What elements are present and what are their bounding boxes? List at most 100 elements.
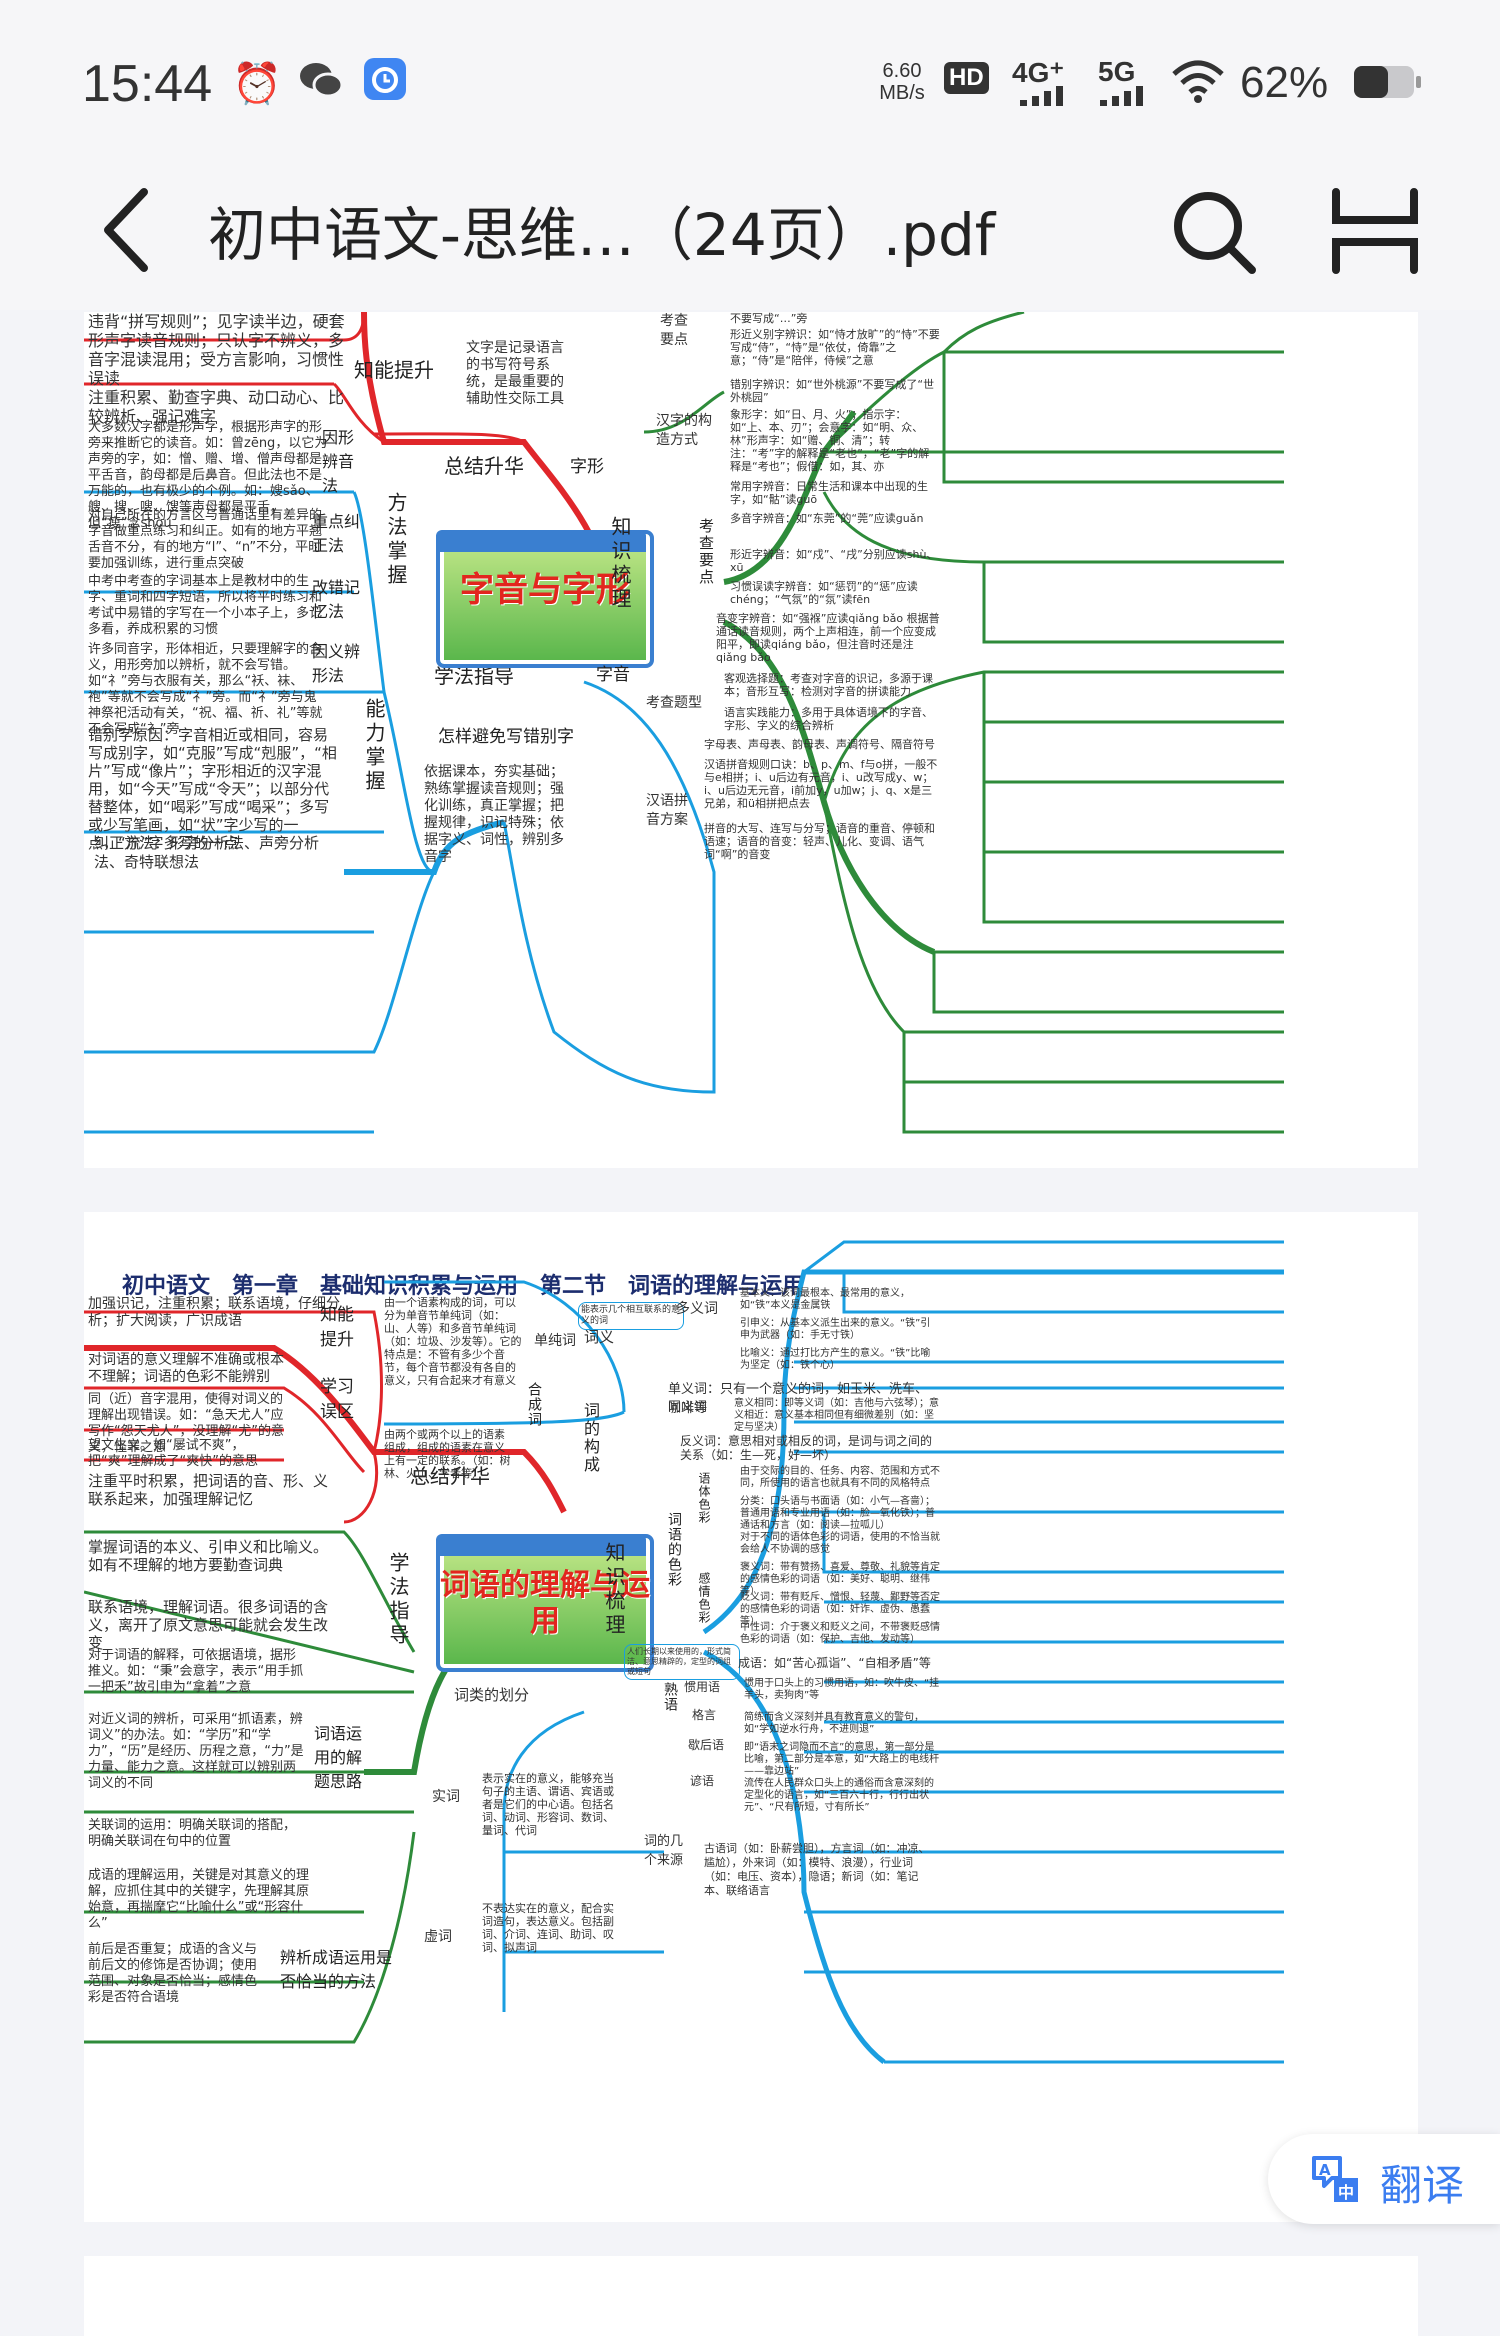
mindmap-lines xyxy=(84,312,1284,1134)
app-bar xyxy=(0,160,1500,310)
branch-label: 因义辨形法 xyxy=(312,642,361,685)
text-node: 对于词语的解释，可依据语境，据形推义。如：“秉”会意字，表示“用手抓一把禾”故引… xyxy=(88,1648,304,1695)
text-node: 字母表、声母表、韵母表、声调符号、隔音符号 xyxy=(704,738,935,751)
text-node: 意义相同：即等义词（如：吉他与六弦琴）；意义相近：意义基本相同但有细微差别（如：… xyxy=(734,1398,939,1433)
hd-badge: HD xyxy=(944,62,989,94)
text-node: 错别字辨识：如“世外桃源”不要写成了“世外桃园” xyxy=(730,378,935,404)
branch-label: 因形辨音法 xyxy=(322,428,355,495)
translate-button[interactable]: A 中 翻译 xyxy=(1268,2134,1500,2224)
branch-label: 同义词 xyxy=(668,1400,708,1415)
text-node: 比喻义：通过打比方产生的意义。“铁”比喻为坚定（如：铁个心） xyxy=(740,1348,931,1371)
text-node: 汉语拼音规则口诀：b、p、m、f与o拼，一般不与e相拼；i、u后边有元音，i、u… xyxy=(704,758,938,810)
text-node: 形近字辨音：如“戍”、“戌”分别应读shù、xū xyxy=(730,548,938,574)
text-node: 表示实在的意义，能够充当句子的主语、谓语、宾语或者是它们的中心语。包括名词、动词… xyxy=(482,1772,614,1837)
text-node: 掌握词语的本义、引申义和比喻义。如有不理解的地方要勤查词典 xyxy=(88,1538,329,1574)
branch-label: 改错记忆法 xyxy=(312,578,361,621)
text-node: 拼音的大写、连写与分写；语音的重音、停顿和语速；语音的音变：轻声、儿化、变调、语… xyxy=(704,822,935,861)
text-node: 常用字辨音：日常生活和课本中出现的生字，如“骷”读guō xyxy=(730,480,928,506)
branch-label: 知识梳理 xyxy=(602,1542,626,1638)
pdf-page-2[interactable]: 初中语文 第一章 基础知识积累与运用 第二节 词语的理解与运用 xyxy=(84,1212,1418,2222)
text-node: 语言实践能力：多用于具体语境下的字音、字形、字义的综合辨析 xyxy=(724,706,933,732)
text-node: 贬义词：带有贬斥、憎恨、轻蔑、鄙野等否定的感情色彩的词语（如：奸诈、虚伪、愚蠢等… xyxy=(740,1592,940,1627)
text-node: 不表达实在的意义，配合实词造句，表达意义。包括副词、介词、连词、助词、叹词、拟声… xyxy=(482,1902,614,1954)
text-node: 古语词（如：卧薪尝胆），方言词（如：冲凉、尴尬），外来词（如：模特、浪漫），行业… xyxy=(704,1842,930,1897)
text-node: 象形字：如“日、月、火”；指示字：如“上、本、刃”；会意字：如“明、众、林”形声… xyxy=(730,408,930,473)
text-node: 中考中考查的字词基本上是教材中的生字、重词和四字短语，所以将平时练习和考试中易错… xyxy=(88,574,323,637)
text-node: 许多同音字，形体相近，只要理解字的含义，用形旁加以辨析，就不会写错。如“礻”旁与… xyxy=(88,642,323,737)
branch-label: 重点纠正法 xyxy=(312,512,361,555)
text-node: 望文生义。如“屡试不爽”，把“爽”理解成了“爽快”的意思 xyxy=(88,1438,258,1469)
branch-label: 虚词 xyxy=(424,1929,452,1945)
branch-label: 多义词 xyxy=(676,1301,718,1317)
branch-label: 熟语 xyxy=(662,1682,678,1712)
branch-label: 考查要点 xyxy=(697,518,715,586)
text-node: 成语：如“苦心孤诣”、“自相矛盾”等 xyxy=(738,1656,931,1670)
branch-label: 考查题型 xyxy=(646,695,702,711)
branch-label: 实词 xyxy=(432,1789,460,1805)
text-node: 不要写成“…”旁 xyxy=(730,312,808,325)
branch-label: 考查要点 xyxy=(660,313,688,348)
branch-label: 辨析成语运用是否恰当的方法 xyxy=(280,1948,393,1991)
text-node: 引申义：从基本义派生出来的意义。“铁”引申为武器（如：手无寸铁） xyxy=(740,1318,931,1341)
branch-label: 字形 xyxy=(570,457,604,477)
pdf-page-1[interactable]: 违背“拼写规则”；见字读半边，硬套形声字读音规则；只认字不辨义，多音字混读混用；… xyxy=(84,312,1418,1168)
branch-label: 学习误区 xyxy=(320,1377,354,1422)
text-node: 注重积累、勤查字典、动口动心、比较辨析、强记难字 xyxy=(88,388,345,426)
text-node: 注重平时积累，把词语的音、形、义联系起来，加强理解记忆 xyxy=(88,1472,329,1508)
signal-bars-icon xyxy=(1020,86,1063,106)
text-node: 对近义词的辨析，可采用“抓语素，辨词义”的办法。如：“学历”和“学力”，“历”是… xyxy=(88,1712,304,1791)
branch-label: 学法指导 xyxy=(386,1552,410,1648)
text-node: 褒义词：带有赞扬、喜爱、尊敬、礼貌等肯定的感情色彩的词语（如：美好、聪明、继伟等… xyxy=(740,1562,940,1597)
text-node: 简练而含义深刻并具有教育意义的警句，如“学如逆水行舟，不进则退” xyxy=(744,1712,924,1735)
text-node: 音变字辨音：如“强褓”应读qiǎng bǎo 根据普通话读音规则，两个上声相连，… xyxy=(716,612,940,664)
wechat-icon xyxy=(300,63,344,98)
search-icon[interactable] xyxy=(1168,186,1258,276)
battery-percent: 62% xyxy=(1240,58,1329,107)
text-node: 单义词：只有一个意义的词，如玉米、洗车、咖啡等 xyxy=(668,1382,929,1416)
text-node: 对自己所在的方言区与普通话里有差异的字音做重点练习和纠正。如有的地方平翘舌音不分… xyxy=(88,508,323,571)
text-node: 人们长期以来使用的，形式简洁、意思精辟的，定型的词组或短句 xyxy=(624,1644,740,1680)
branch-label: 格言 xyxy=(692,1708,717,1722)
branch-label: 知识梳理 xyxy=(608,516,632,612)
svg-text:中: 中 xyxy=(1338,2183,1354,2202)
text-node: 成语的理解运用，关键是对其意义的理解，应抓住其中的关键字，先理解其原始意，再揣摩… xyxy=(88,1868,310,1931)
branch-label: 单纯词 xyxy=(534,1333,576,1349)
branch-label: 谚语 xyxy=(690,1774,715,1788)
branch-label: 总结升华 xyxy=(410,1464,490,1488)
branch-label: 词的几个来源 xyxy=(644,1834,684,1868)
text-node: 前后是否重复；成语的含义与前后文的修饰是否协调；使用范围、对象是否恰当；感情色彩… xyxy=(88,1942,258,2005)
text-node: 反义词：意思相对或相反的词，是词与词之间的关系（如：生—死，好—坏） xyxy=(680,1434,933,1462)
pdf-page-3[interactable] xyxy=(84,2256,1418,2336)
text-node: 由两个或两个以上的语素组成，组成的语素在意义上有一定的联系。（如：树林、火山、学… xyxy=(384,1428,511,1480)
branch-label: 知能提升 xyxy=(354,358,434,382)
document-title: 初中语文-思维…（24页）.pdf xyxy=(208,201,996,269)
text-node: 由一个语素构成的词，可以分为单音节单纯词（如：山、人等）和多音节单纯词（如：垃圾… xyxy=(384,1296,522,1387)
clock-app-icon xyxy=(364,58,406,100)
text-node: 加强识记，注重积累；联系语境，仔细分析；扩大阅读，广识成语 xyxy=(88,1296,340,1329)
text-node: 文字是记录语言的书写符号系统，是最重要的辅助性交际工具 xyxy=(466,340,564,407)
branch-label: 惯用语 xyxy=(684,1680,721,1694)
text-node: 纠正方法：形旁分析法、声旁分析法、奇特联想法 xyxy=(94,834,320,871)
branch-label: 方法掌握 xyxy=(384,492,408,588)
branch-label: 总结升华 xyxy=(444,454,524,478)
branch-label: 词语运用的解题思路 xyxy=(314,1724,363,1791)
branch-label: 怎样避免写错别字 xyxy=(438,727,574,747)
text-node: 形近义别字辨识：如“恃才放旷”的“恃”不要写成“侍”，“恃”是“依仗，倚靠”之意… xyxy=(730,328,940,367)
signal-bars-icon xyxy=(1100,86,1143,106)
text-node: 联系语境，理解词语。很多词语的含义，离开了原文意思可能就会发生改变 xyxy=(88,1598,329,1652)
mindmap-lines xyxy=(84,1240,1284,2064)
alarm-icon: ⏰ xyxy=(232,61,282,107)
text-node: 多音字辨音：如“东莞”的“莞”应读guǎn xyxy=(730,512,924,525)
text-node: 分类：口头语与书面语（如：小气—吝啬）；普通用语和专业用语（如：脸—氧化铁）；普… xyxy=(740,1496,935,1531)
menu-icon[interactable] xyxy=(1330,186,1420,276)
branch-label: 字音 xyxy=(596,665,630,685)
text-node: 同（近）音字混用，使得对词义的理解出现错误。如：“急天尤人”应写作“怨天尤人”，… xyxy=(88,1392,284,1455)
translate-icon: A 中 xyxy=(1312,2156,1358,2202)
text-node: 对词语的意义理解不准确或根本不理解；词语的色彩不能辨别 xyxy=(88,1352,284,1385)
branch-label: 语体色彩 xyxy=(697,1472,711,1524)
branch-label: 汉字的构造方式 xyxy=(656,413,712,448)
branch-label: 知能提升 xyxy=(320,1305,354,1350)
back-arrow-icon[interactable] xyxy=(92,180,162,280)
text-node: 由于交际的目的、任务、内容、范围和方式不同，所使用的语言也就具有不同的风格特点 xyxy=(740,1466,940,1489)
